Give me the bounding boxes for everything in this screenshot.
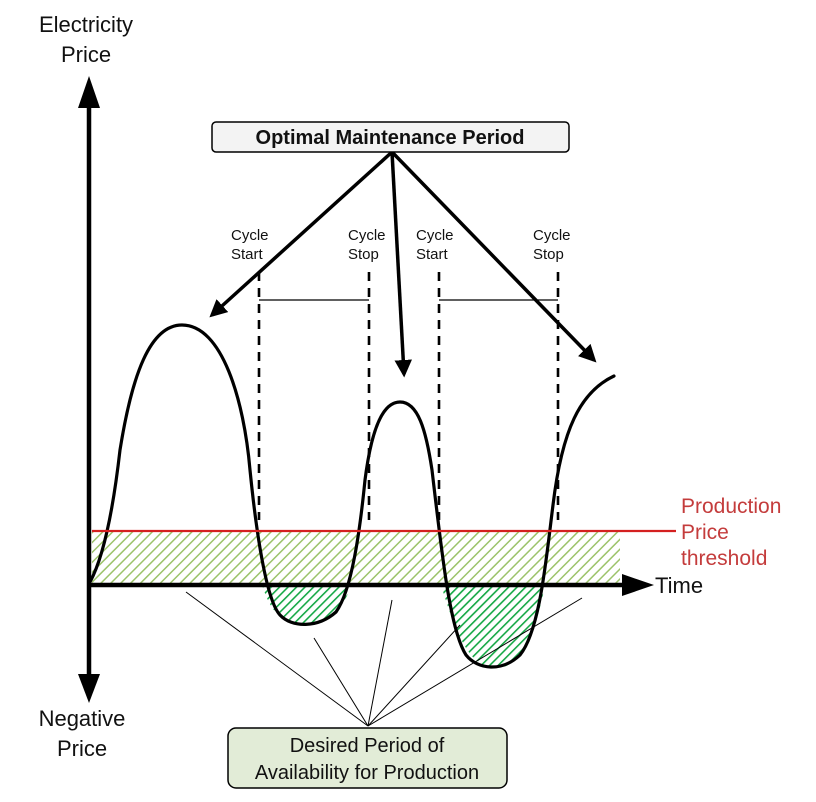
availability-line-1 xyxy=(185,591,369,727)
price-curve xyxy=(88,323,616,669)
y-axis-up-arrow-icon xyxy=(78,76,100,108)
negative-region-2 xyxy=(441,585,545,668)
cycle-stop-label-2-line-1: Cycle xyxy=(533,227,571,244)
availability-label-line-2: Availability for Production xyxy=(255,762,479,784)
maintenance-arrow-2 xyxy=(390,151,412,378)
availability-line-4 xyxy=(367,624,461,727)
availability-box xyxy=(227,727,508,789)
cycle-stop-label-2-line-2: Stop xyxy=(533,246,564,263)
y-axis-down-arrow-icon xyxy=(78,674,100,703)
threshold-label-line-1: Production xyxy=(681,495,781,518)
optimal-maintenance-box xyxy=(211,121,570,153)
availability-label-line-1: Desired Period of xyxy=(290,735,445,757)
cycle-start-label-1-line-1: Cycle xyxy=(231,227,269,244)
x-axis-arrow-icon xyxy=(622,574,654,596)
maintenance-arrow-3 xyxy=(390,150,597,363)
x-axis-label: Time xyxy=(655,573,703,598)
availability-line-2 xyxy=(313,637,369,727)
maintenance-arrow-1 xyxy=(209,150,394,318)
y-axis-label-line-1: Electricity xyxy=(39,12,133,37)
cycle-stop-label-1-line-2: Stop xyxy=(348,246,379,263)
availability-line-3 xyxy=(367,599,393,727)
negative-price-label-line-2: Price xyxy=(57,736,107,761)
cycle-start-label-2-line-2: Start xyxy=(416,246,449,263)
cycle-start-label-1-line-2: Start xyxy=(231,246,264,263)
negative-price-label-line-1: Negative xyxy=(39,706,126,731)
negative-region-1 xyxy=(262,585,352,624)
optimal-maintenance-label: Optimal Maintenance Period xyxy=(256,127,525,149)
y-axis-label-line-2: Price xyxy=(61,42,111,67)
availability-line-5 xyxy=(367,597,583,727)
cycle-start-label-2-line-1: Cycle xyxy=(416,227,454,244)
cycle-stop-label-1-line-1: Cycle xyxy=(348,227,386,244)
threshold-label-line-2: Price xyxy=(681,521,729,544)
threshold-label-line-3: threshold xyxy=(681,547,767,570)
